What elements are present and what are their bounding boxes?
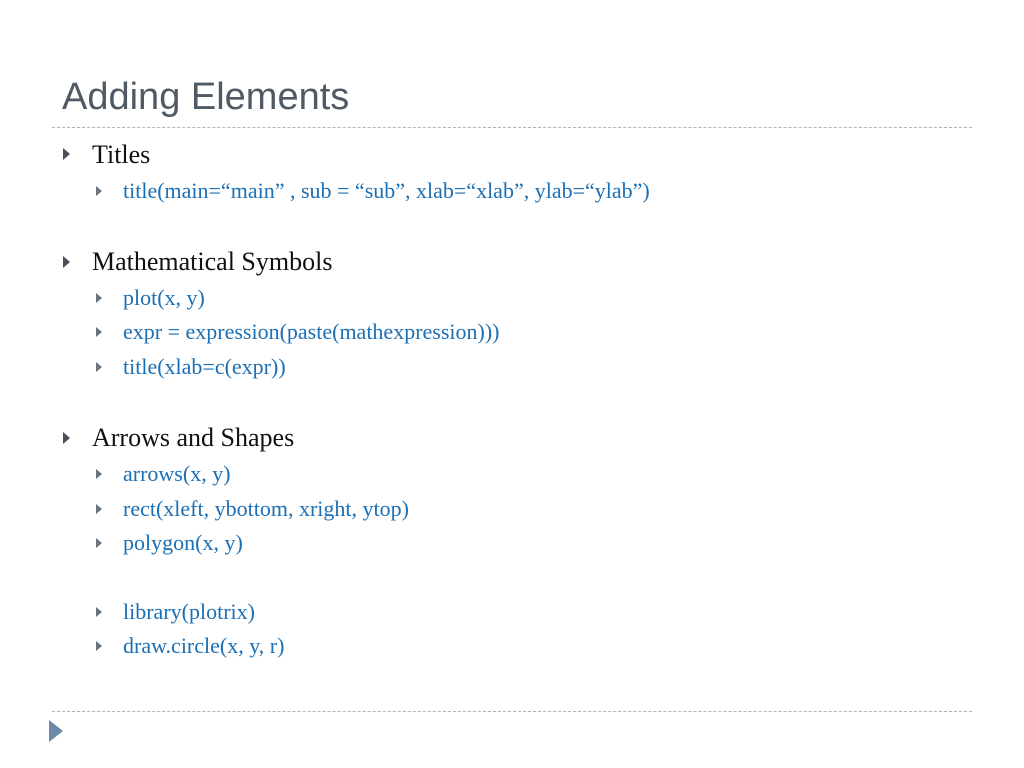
triangle-bullet-icon [63, 432, 70, 444]
bottom-dashed-divider [52, 711, 972, 712]
triangle-bullet-icon [63, 256, 70, 268]
triangle-bullet-icon [96, 504, 102, 514]
sub-bullet-library: library(plotrix) [123, 599, 255, 624]
corner-triangle-icon [49, 720, 63, 742]
triangle-bullet-icon [96, 641, 102, 651]
bullet-titles: Titles [92, 140, 151, 169]
triangle-bullet-icon [96, 327, 102, 337]
slide-title: Adding Elements [62, 76, 350, 118]
triangle-bullet-icon [96, 469, 102, 479]
bullet-arrows-and-shapes: Arrows and Shapes [92, 423, 295, 452]
sub-bullet-arrows: arrows(x, y) [123, 461, 231, 486]
triangle-bullet-icon [63, 148, 70, 160]
sub-bullet-expr: expr = expression(paste(mathexpression))… [123, 319, 500, 344]
sub-bullet-draw-circle: draw.circle(x, y, r) [123, 633, 285, 658]
triangle-bullet-icon [96, 362, 102, 372]
sub-bullet-polygon: polygon(x, y) [123, 530, 243, 555]
top-dashed-divider [52, 127, 972, 128]
sub-bullet-plot: plot(x, y) [123, 285, 205, 310]
triangle-bullet-icon [96, 293, 102, 303]
sub-bullet-title-xlab: title(xlab=c(expr)) [123, 354, 286, 379]
sub-bullet-rect: rect(xleft, ybottom, xright, ytop) [123, 496, 409, 521]
sub-bullet-title-call: title(main=“main” , sub = “sub”, xlab=“x… [123, 178, 650, 203]
triangle-bullet-icon [96, 186, 102, 196]
bullet-mathematical-symbols: Mathematical Symbols [92, 247, 333, 276]
triangle-bullet-icon [96, 538, 102, 548]
triangle-bullet-icon [96, 607, 102, 617]
